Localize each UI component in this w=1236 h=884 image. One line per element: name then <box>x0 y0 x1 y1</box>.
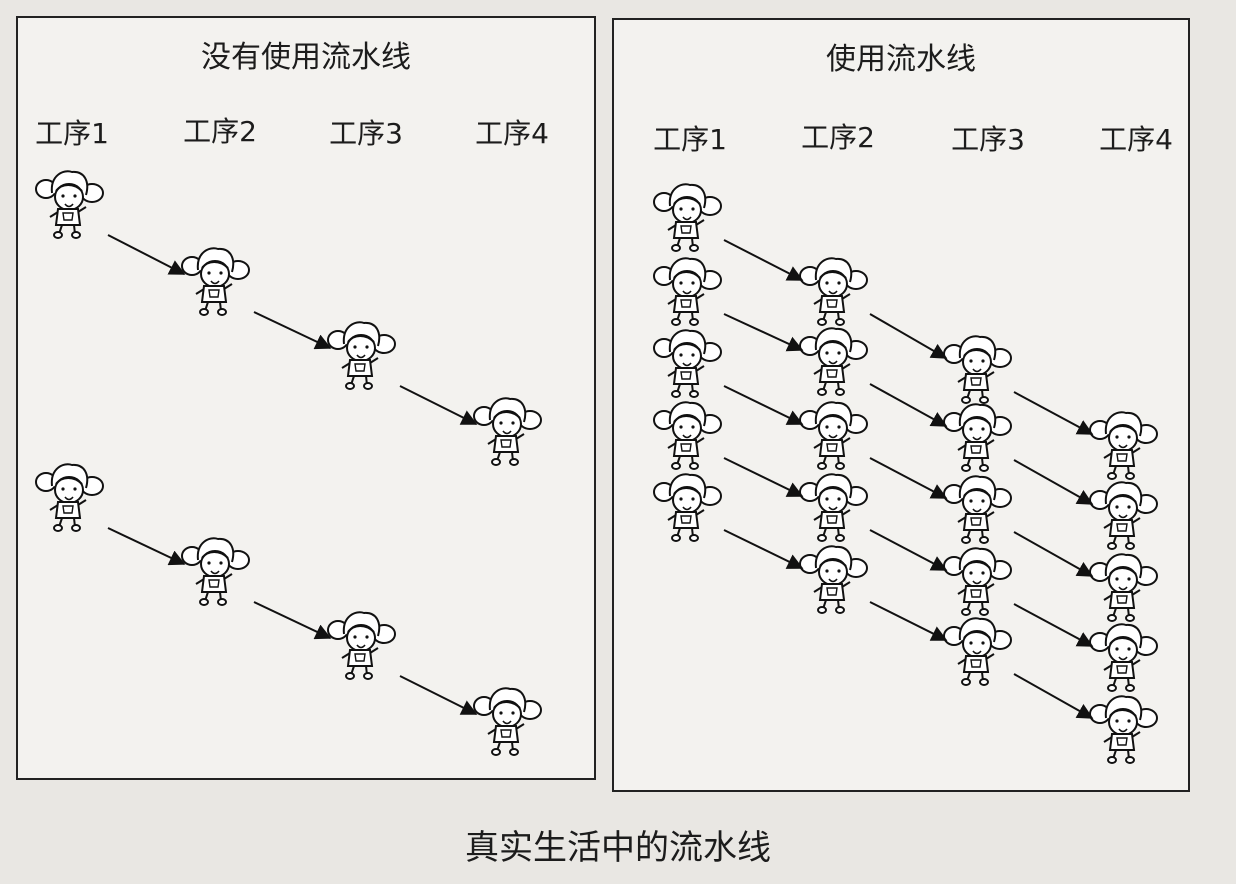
worker-figure-icon <box>653 473 722 542</box>
worker-figure-icon <box>653 401 722 470</box>
worker-figure-icon <box>799 257 868 326</box>
worker-figure-icon <box>799 545 868 614</box>
worker-figure-icon <box>1089 481 1158 550</box>
worker-figure-icon <box>653 257 722 326</box>
worker-figure-icon <box>327 611 396 680</box>
worker-figure-icon <box>181 247 250 316</box>
panel-title: 使用流水线 <box>826 42 976 77</box>
worker-figure-icon <box>943 475 1012 544</box>
worker-figure-icon <box>943 335 1012 404</box>
stage-label-1: 工序1 <box>35 117 109 150</box>
stage-arrow <box>869 601 948 641</box>
stage-label-2: 工序2 <box>801 121 875 154</box>
stage-arrow <box>107 527 186 566</box>
worker-figure-icon <box>943 403 1012 472</box>
stage-arrow <box>107 234 186 275</box>
figure-caption: 真实生活中的流水线 <box>465 828 771 868</box>
worker-figure-icon <box>653 183 722 252</box>
stage-arrow <box>723 313 804 352</box>
worker-figure-icon <box>799 473 868 542</box>
stage-arrow <box>869 529 948 571</box>
panel-with-pipeline: 使用流水线 工序1 工序2 工序3 工序4 <box>612 18 1190 792</box>
worker-figure-icon <box>1089 623 1158 692</box>
worker-figure-icon <box>327 321 396 390</box>
stage-arrow <box>1013 391 1094 435</box>
worker-figure-icon <box>35 463 104 532</box>
stage-label-1: 工序1 <box>653 123 727 156</box>
worker-figure-icon <box>799 327 868 396</box>
panel-without-pipeline: 没有使用流水线 工序1 工序2 工序3 工序4 <box>16 16 596 780</box>
worker-figure-icon <box>653 329 722 398</box>
worker-figure-icon <box>943 617 1012 686</box>
stage-arrow <box>869 313 948 359</box>
worker-figure-icon <box>1089 411 1158 480</box>
stage-label-3: 工序3 <box>329 117 403 150</box>
worker-figure-icon <box>181 537 250 606</box>
stage-arrow <box>723 529 804 569</box>
worker-figure-icon <box>799 401 868 470</box>
worker-figure-icon <box>473 687 542 756</box>
stage-label-4: 工序4 <box>1099 123 1173 156</box>
worker-figure-icon <box>473 397 542 466</box>
stage-arrow <box>1013 673 1094 719</box>
stage-label-2: 工序2 <box>183 115 257 148</box>
worker-figure-icon <box>1089 695 1158 764</box>
stage-label-3: 工序3 <box>951 123 1025 156</box>
stage-arrow <box>253 601 332 640</box>
stage-arrow <box>1013 459 1094 505</box>
stage-arrow <box>869 457 948 499</box>
panel-title: 没有使用流水线 <box>201 40 411 75</box>
worker-figure-icon <box>1089 553 1158 622</box>
stage-label-4: 工序4 <box>475 117 549 150</box>
worker-figure-icon <box>35 170 104 239</box>
stage-arrow <box>723 239 804 281</box>
worker-figure-icon <box>943 547 1012 616</box>
stage-arrow <box>1013 531 1094 577</box>
stage-arrow <box>399 675 478 715</box>
stage-arrow <box>1013 603 1094 647</box>
stage-arrow <box>723 385 804 425</box>
stage-arrow <box>253 311 332 350</box>
stage-arrow <box>399 385 478 425</box>
stage-arrow <box>869 383 948 427</box>
stage-arrow <box>723 457 804 497</box>
